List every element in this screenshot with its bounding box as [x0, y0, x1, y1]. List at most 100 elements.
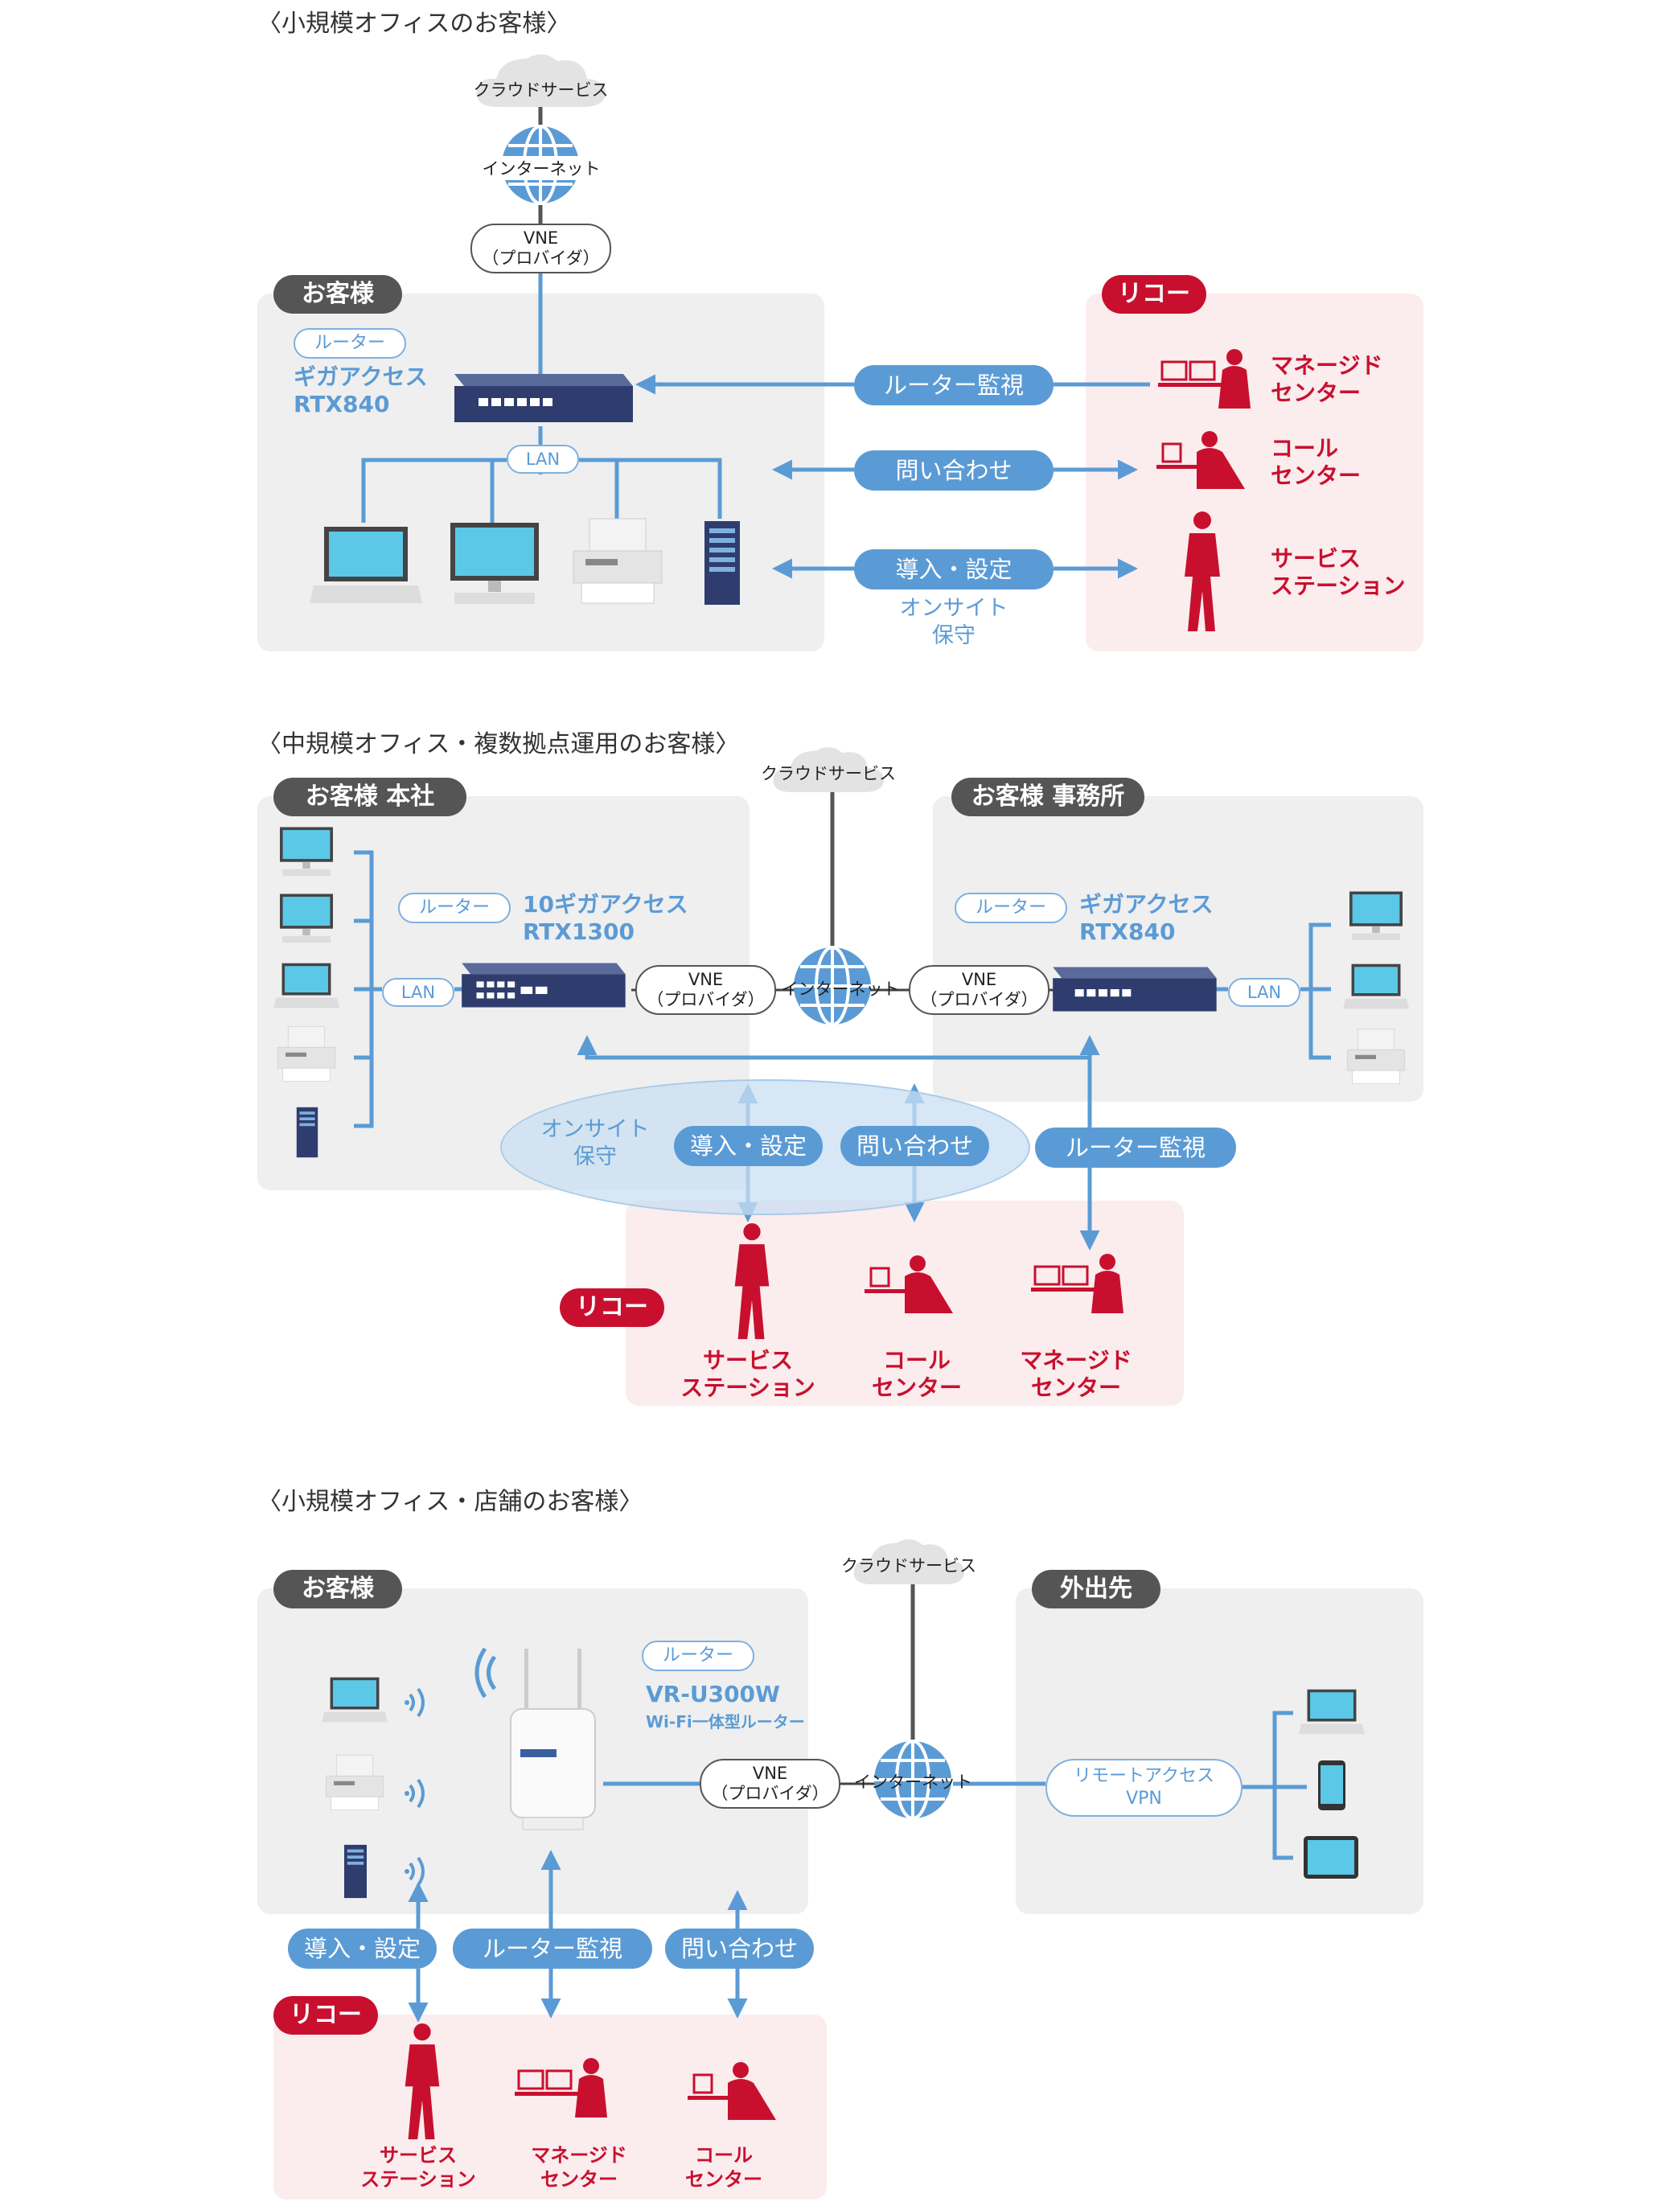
internet-label: インターネット — [469, 156, 614, 180]
call-center-label-2: コール センター — [836, 1347, 997, 1402]
smartphone-icon — [1318, 1760, 1345, 1810]
call-center-icon — [1156, 431, 1245, 489]
laptop-icon-office — [1343, 963, 1409, 1009]
service3-line2: ステーション — [360, 2168, 476, 2191]
printer-icon — [573, 518, 663, 604]
router-tag-3: ルーター — [642, 1641, 754, 1671]
router-tag-office: ルーター — [955, 893, 1067, 923]
cloud-icon-2 — [773, 747, 885, 792]
service-staff-icon-2 — [734, 1222, 770, 1340]
remote-line2: VPN — [1126, 1789, 1162, 1809]
vne-box-3: VNE （プロバイダ） — [700, 1759, 840, 1809]
router-rtx840-icon — [454, 374, 633, 422]
vne-office-line1: VNE — [961, 970, 997, 989]
hq-product-line2: RTX1300 — [523, 918, 635, 945]
managed-center-icon-3 — [515, 2058, 607, 2118]
call3-line2: センター — [685, 2168, 762, 2191]
managed-line2: センター — [1271, 380, 1362, 406]
product3-line1: VR-U300W — [646, 1681, 780, 1707]
ricoh-tag-3: リコー — [273, 1996, 378, 2035]
wifi-icon-printer — [405, 1778, 425, 1809]
cloud-icon-3 — [853, 1539, 965, 1584]
printer-icon-office — [1346, 1028, 1406, 1084]
hq-tag: お客様 本社 — [273, 778, 466, 816]
vne-office-line2: （プロバイダ） — [920, 990, 1038, 1009]
service2-line2: ステーション — [680, 1374, 815, 1401]
install-setup-pill-2: 導入・設定 — [674, 1126, 823, 1166]
vne-hq-line1: VNE — [688, 970, 724, 989]
service-line2: ステーション — [1271, 573, 1406, 599]
office-tag: お客様 事務所 — [951, 778, 1144, 816]
managed-center-label: マネージド センター — [1271, 352, 1382, 407]
onsite-line1: オンサイト — [899, 596, 1008, 621]
vne-line1: VNE — [523, 228, 559, 248]
onsite2-line2: 保守 — [573, 1144, 617, 1169]
vne-box: VNE （プロバイダ） — [470, 224, 611, 273]
wifi-icon-laptop — [405, 1687, 425, 1718]
managed-center-icon — [1158, 349, 1251, 409]
vne-box-office: VNE （プロバイダ） — [909, 965, 1049, 1015]
office-product-line2: RTX840 — [1079, 918, 1176, 945]
call2-line1: コール — [882, 1347, 951, 1374]
product-name-3: VR-U300W Wi-Fi一体型ルーター — [646, 1681, 805, 1736]
section-heading-2: 〈中規模オフィス・複数拠点運用のお客様〉 — [257, 730, 740, 758]
service-staff-icon — [1185, 511, 1220, 631]
service2-line1: サービス — [702, 1347, 793, 1374]
product-name-hq: 10ギガアクセス RTX1300 — [523, 891, 688, 946]
managed3-line2: センター — [540, 2168, 618, 2191]
service-line1: サービス — [1271, 545, 1362, 572]
vne-box-hq: VNE （プロバイダ） — [635, 965, 776, 1015]
vne-hq-line2: （プロバイダ） — [647, 990, 765, 1009]
customer-tag-3: お客様 — [273, 1570, 402, 1608]
desktop-icon-office — [1349, 891, 1403, 941]
remote-line1: リモートアクセス — [1074, 1766, 1214, 1786]
onsite-line2: 保守 — [932, 623, 976, 648]
globe-icon-2 — [794, 946, 871, 1026]
router-tag: ルーター — [294, 328, 406, 359]
lan-label: LAN — [507, 445, 579, 474]
router-rtx1300-icon — [462, 963, 626, 1008]
laptop-icon-hq — [273, 963, 339, 1008]
service-station-label-3: サービス ステーション — [338, 2143, 499, 2192]
managed3-line1: マネージド — [531, 2144, 627, 2167]
ricoh-tag-2: リコー — [560, 1288, 664, 1327]
section-heading-3: 〈小規模オフィス・店舗のお客様〉 — [257, 1488, 643, 1516]
call-center-label: コール センター — [1271, 435, 1361, 490]
customer-tag: お客様 — [273, 275, 402, 314]
vne-line2: （プロバイダ） — [482, 249, 600, 268]
onsite-note: オンサイト 保守 — [854, 595, 1054, 650]
product-line2: RTX840 — [294, 391, 390, 417]
router-monitoring-pill-2: ルーター監視 — [1035, 1128, 1236, 1168]
laptop-icon — [310, 527, 422, 603]
wifi-router-icon — [510, 1649, 596, 1830]
call-center-icon-3 — [688, 2062, 776, 2120]
cloud-label-2: クラウドサービス — [761, 764, 896, 783]
cloud-icon — [476, 54, 606, 107]
service-staff-icon-3 — [405, 2023, 440, 2140]
printer-icon-3 — [325, 1754, 384, 1810]
hq-product-line1: 10ギガアクセス — [523, 891, 688, 918]
product-name-office: ギガアクセス RTX840 — [1079, 891, 1214, 946]
globe-icon-3 — [874, 1740, 951, 1820]
product-line1: ギガアクセス — [294, 364, 428, 390]
lan-label-hq: LAN — [382, 978, 454, 1007]
outside-tag: 外出先 — [1032, 1570, 1160, 1608]
ricoh-tag: リコー — [1102, 275, 1206, 314]
internet-label-2: インターネット — [781, 980, 900, 999]
cloud-label: クラウドサービス — [473, 80, 609, 100]
desktop-monitor-icon — [450, 523, 539, 604]
remote-access-vpn: リモートアクセス VPN — [1045, 1759, 1243, 1817]
cloud-label-3: クラウドサービス — [841, 1556, 976, 1575]
call-center-icon-2 — [865, 1255, 953, 1313]
office-panel — [933, 796, 1423, 1102]
router-tag-hq: ルーター — [398, 893, 511, 923]
desktop-icon-hq-1 — [280, 827, 333, 877]
wifi-icon-server — [405, 1856, 425, 1887]
service-station-label-2: サービス ステーション — [667, 1347, 828, 1402]
call3-line1: コール — [695, 2144, 753, 2167]
call-line1: コール — [1271, 435, 1339, 462]
section-heading-1: 〈小規模オフィスのお客様〉 — [257, 10, 571, 38]
internet-label-3: インターネット — [854, 1773, 972, 1792]
